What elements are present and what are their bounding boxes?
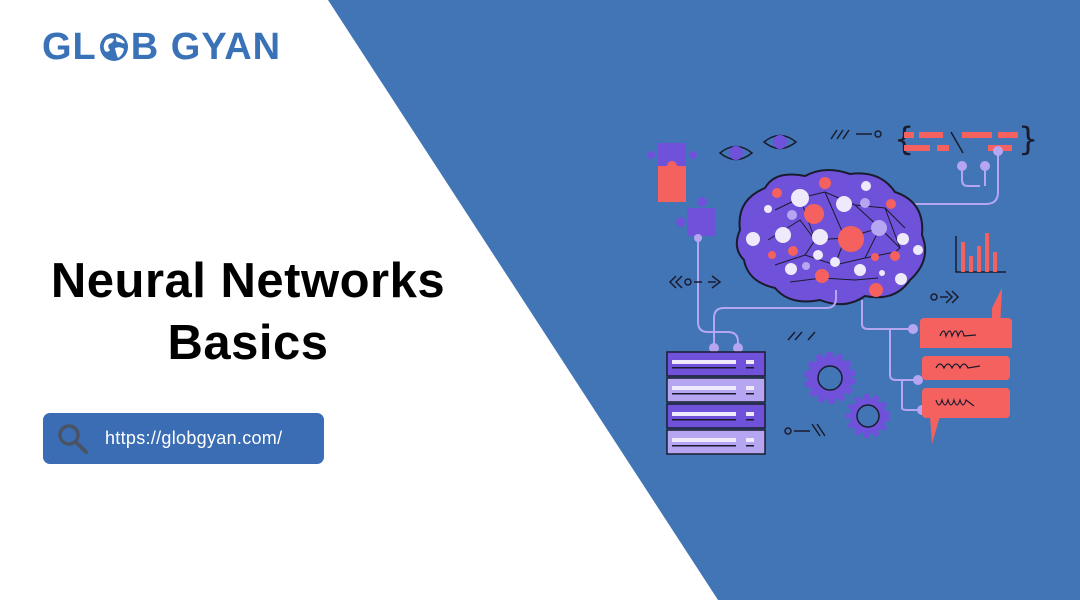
svg-text:}: } (1018, 120, 1038, 158)
svg-text:{: { (894, 120, 914, 158)
bar-chart-icon (955, 233, 1006, 273)
url-text: https://globgyan.com/ (105, 428, 283, 448)
brain-icon (735, 169, 926, 306)
logo-text-part2: B GYAN (130, 26, 282, 68)
globe-icon (99, 33, 128, 61)
eye-icon (718, 134, 798, 161)
code-bracket-icon: { } (894, 120, 1038, 205)
gear-icon (804, 352, 890, 438)
server-stack-icon (666, 351, 766, 455)
title-line-2: Basics (167, 316, 329, 370)
brand-logo[interactable]: GL B GYAN (42, 28, 281, 66)
puzzle-icon (647, 143, 715, 322)
neural-network-illustration: { } (647, 120, 1038, 455)
search-icon (58, 423, 88, 454)
chat-bubble-icon (920, 288, 1012, 444)
page-title: Neural Networks Basics (20, 250, 476, 374)
website-url-link[interactable]: https://globgyan.com/ (43, 413, 324, 464)
logo-text-part1: GL (42, 26, 97, 68)
title-line-1: Neural Networks (50, 254, 446, 308)
